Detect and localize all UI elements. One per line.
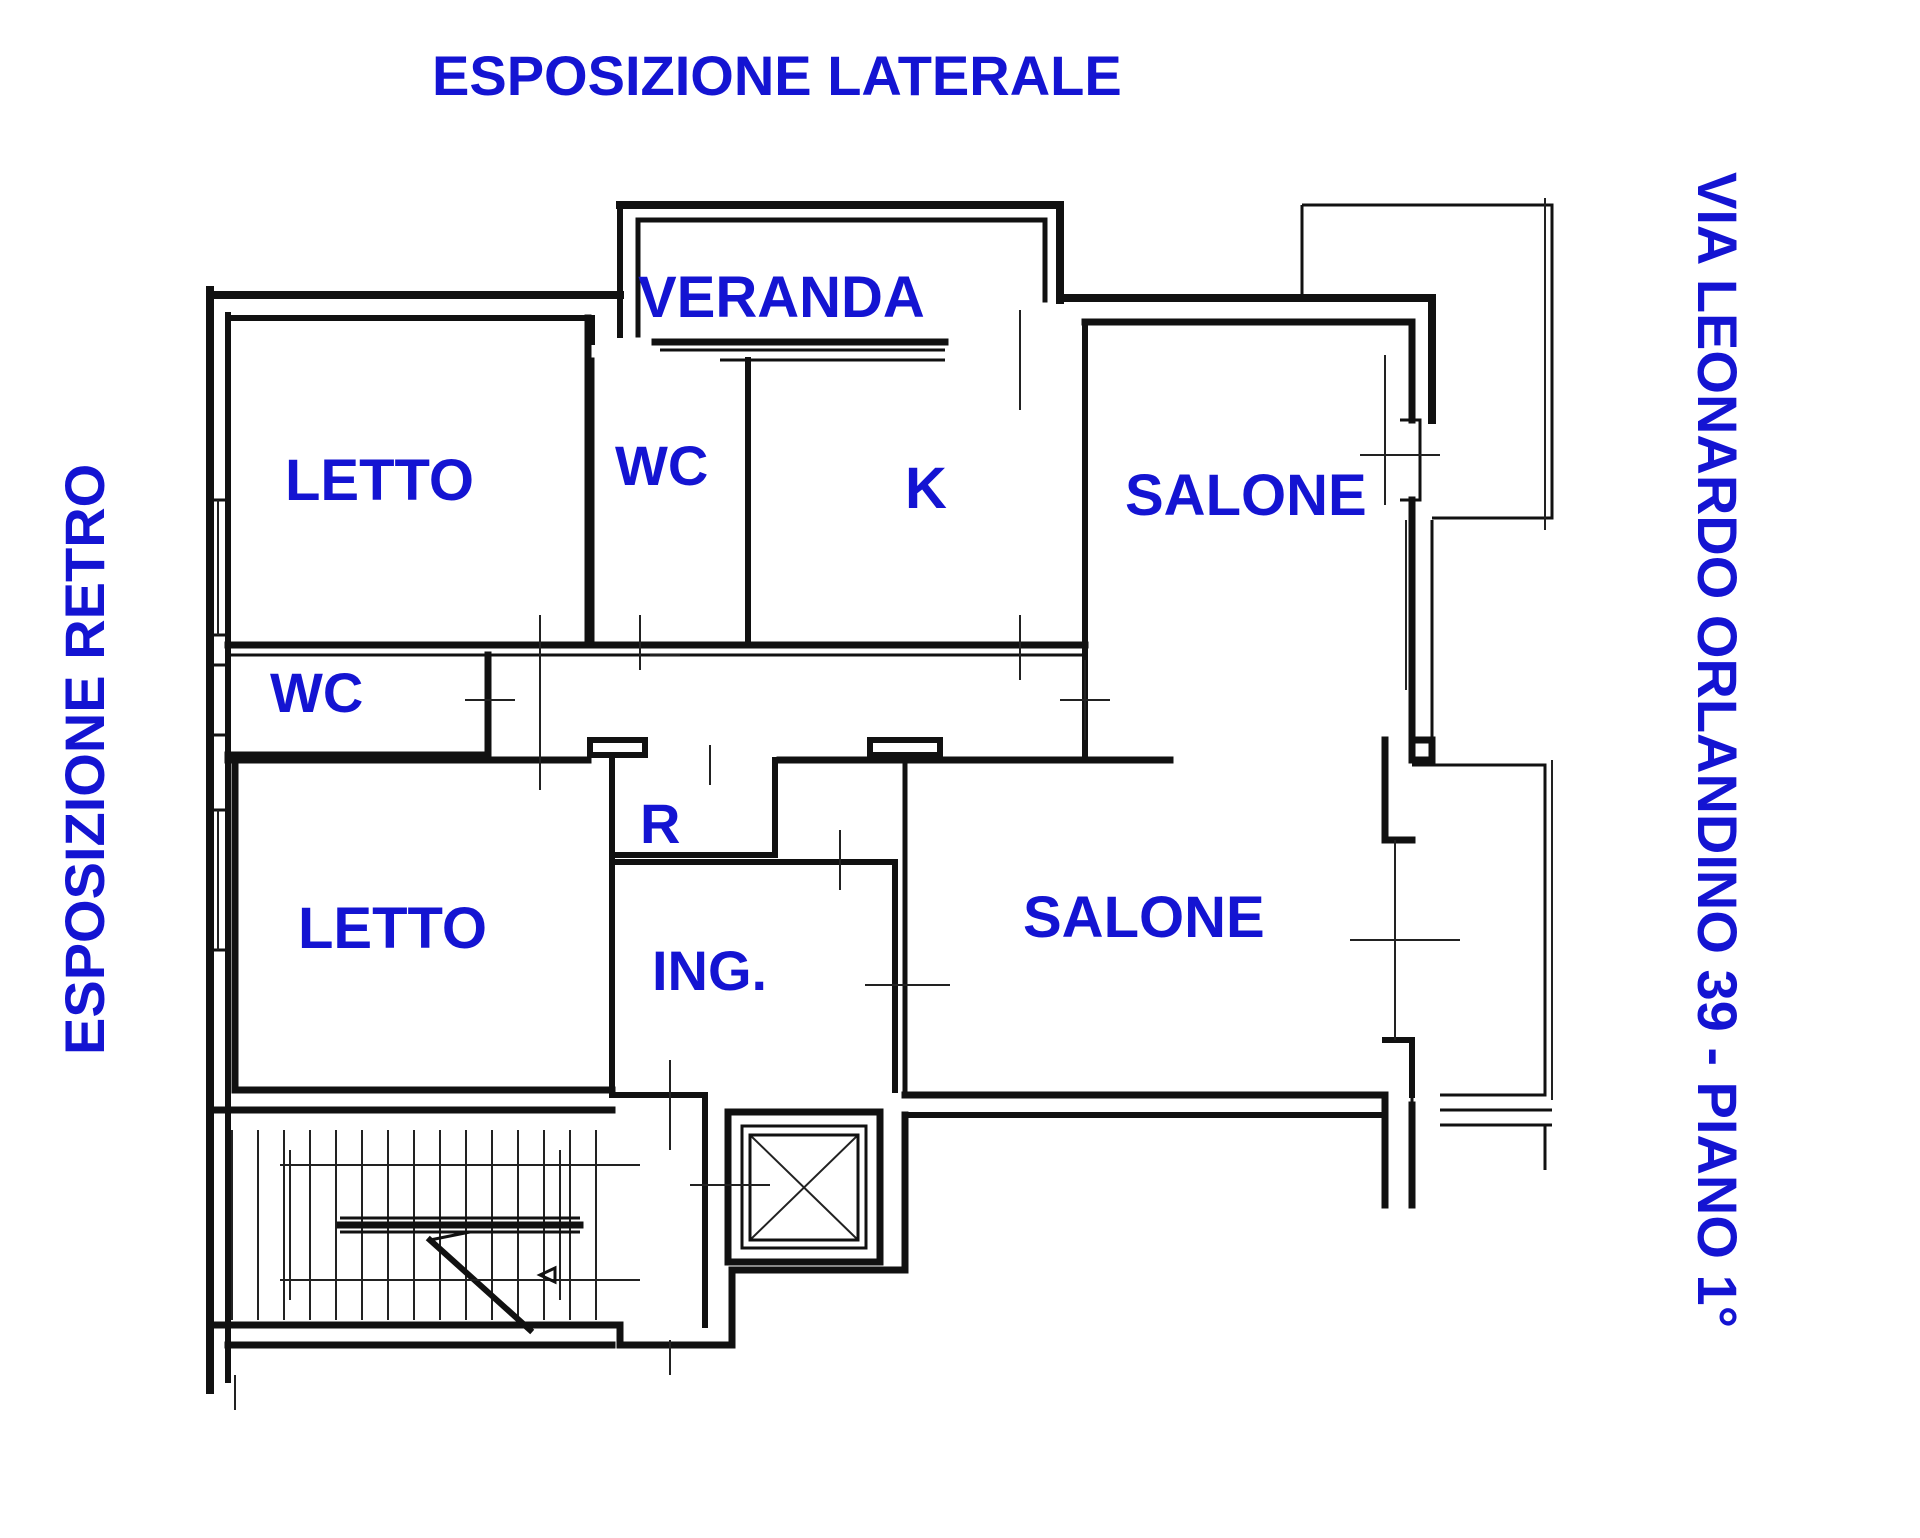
room-label-wc-left: WC — [270, 661, 363, 724]
room-label-wc-top: WC — [615, 434, 708, 497]
floor-plan-walls — [206, 198, 1554, 1394]
room-label-letto-bottom: LETTO — [298, 896, 487, 961]
room-label-salone-top: SALONE — [1125, 463, 1367, 528]
staircase — [231, 1130, 640, 1335]
heading-esposizione-retro: ESPOSIZIONE RETRO — [53, 464, 116, 1055]
room-label-kitchen: K — [905, 456, 947, 521]
heading-esposizione-laterale: ESPOSIZIONE LATERALE — [432, 44, 1122, 107]
room-label-veranda: VERANDA — [638, 265, 925, 330]
room-label-ingresso: ING. — [652, 939, 767, 1002]
room-label-ripostiglio: R — [640, 792, 680, 855]
room-label-salone-bottom: SALONE — [1023, 885, 1265, 950]
door-marks — [234, 310, 1460, 1410]
heading-via-leonardo-orlandino: VIA LEONARDO ORLANDINO 39 - PIANO 1° — [1686, 172, 1749, 1328]
room-label-letto-top: LETTO — [285, 448, 474, 513]
